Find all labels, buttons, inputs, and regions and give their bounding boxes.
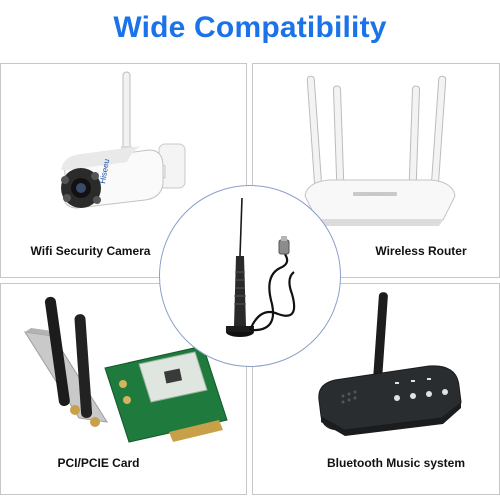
- security-camera-illustration: Hiseeu: [61, 71, 186, 209]
- svg-text:· · · · ·: · · · · ·: [369, 192, 380, 197]
- page-title: Wide Compatibility: [113, 11, 387, 44]
- label-bluetooth-music-system: Bluetooth Music system: [326, 456, 466, 470]
- label-wireless-router: Wireless Router: [375, 244, 467, 258]
- panel-bluetooth-music-system: [252, 283, 500, 495]
- label-pci-pcie-card: PCI/PCIE Card: [57, 456, 140, 470]
- panel-wifi-security-camera: Hiseeu: [0, 63, 247, 278]
- center-antenna-circle: [159, 185, 341, 367]
- router-illustration: · · · · ·: [304, 75, 456, 226]
- pcie-card-illustration: [24, 296, 228, 443]
- camera-brand-text: Hiseeu: [98, 158, 111, 184]
- bluetooth-device-illustration: [318, 292, 462, 436]
- magnetic-antenna-illustration: [226, 197, 296, 337]
- label-wifi-security-camera: Wifi Security Camera: [30, 244, 151, 258]
